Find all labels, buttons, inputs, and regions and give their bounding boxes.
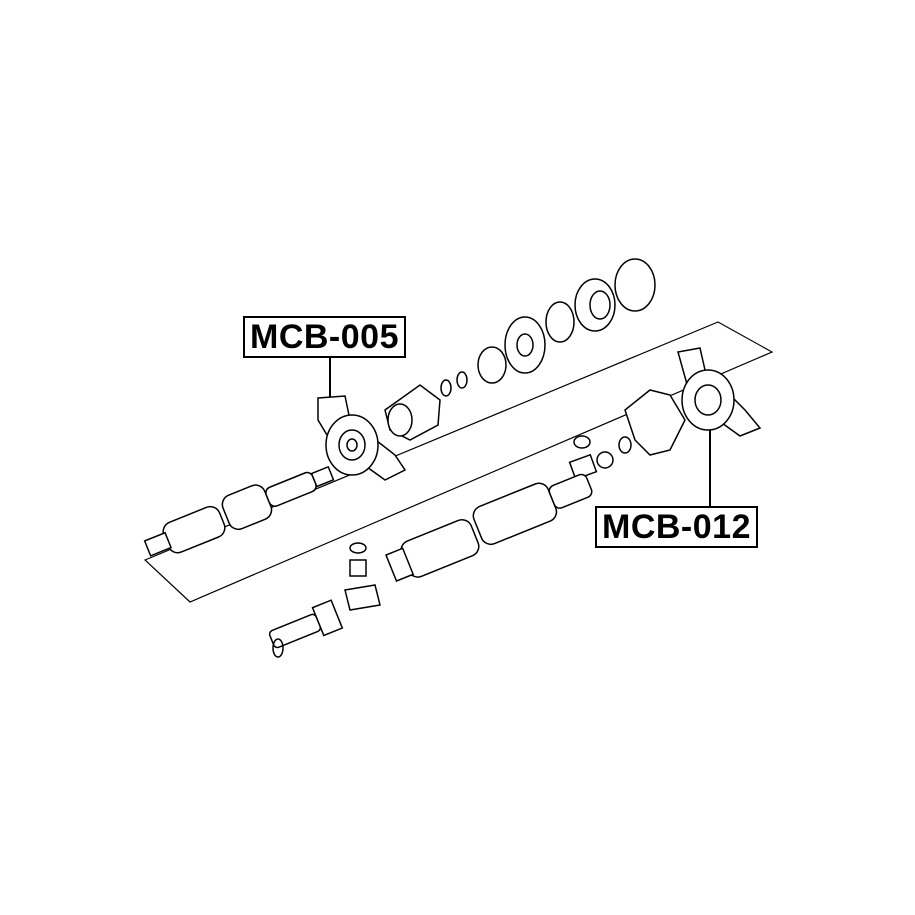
rear-shaft <box>385 473 593 583</box>
part-label-mcb-005: MCB-005 <box>243 316 406 358</box>
center-bearing-mcb-005 <box>317 395 407 481</box>
center-bearing-mcb-012 <box>568 347 762 481</box>
assembly-outline <box>143 321 774 603</box>
flange-parts <box>384 258 656 441</box>
front-shaft <box>143 465 335 557</box>
part-label-mcb-012: MCB-012 <box>595 506 758 548</box>
universal-joint-parts <box>268 542 381 658</box>
